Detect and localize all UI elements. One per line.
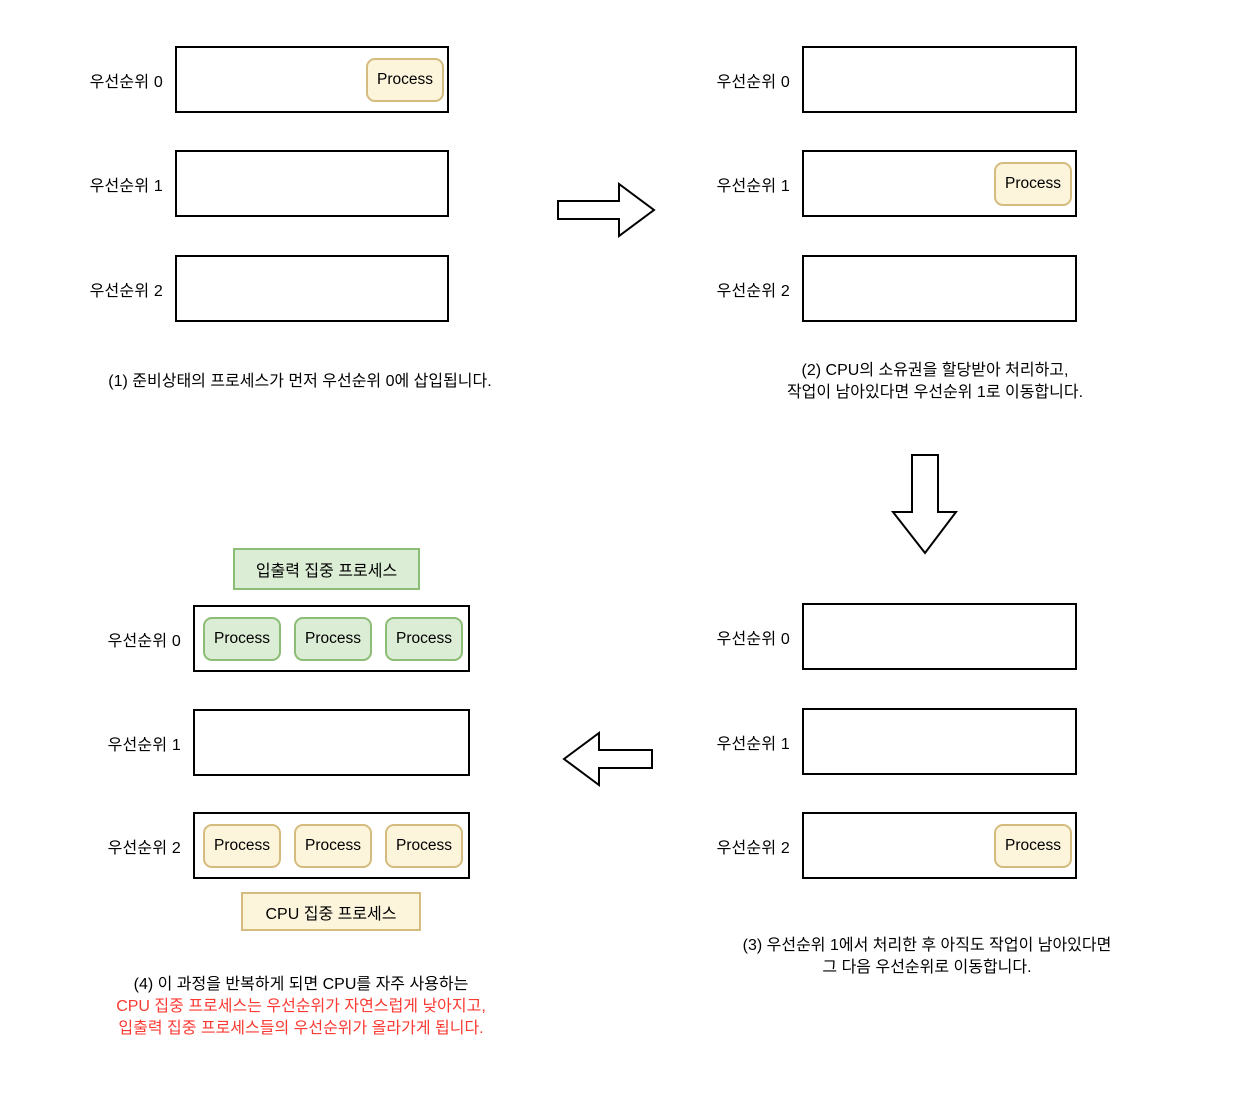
- step1-caption-line: (1) 준비상태의 프로세스가 먼저 우선순위 0에 삽입됩니다.: [108, 373, 492, 390]
- step1-caption: (1) 준비상태의 프로세스가 먼저 우선순위 0에 삽입됩니다.: [40, 371, 560, 393]
- process-box-label: Process: [1005, 174, 1061, 192]
- cpu-bound-process-tag: CPU 집중 프로세스: [241, 892, 421, 931]
- step4-queue-row-0: 우선순위 0 Process Process Process: [50, 605, 470, 672]
- step2-queue-row-0: 우선순위 0: [659, 46, 1077, 113]
- queue-box: Process: [802, 150, 1077, 217]
- queue-label: 우선순위 0: [89, 73, 163, 91]
- process-strip: Process Process Process: [203, 814, 463, 877]
- queue-label: 우선순위 1: [716, 177, 790, 195]
- queue-label: 우선순위 1: [107, 736, 181, 754]
- step4-caption-line2: CPU 집중 프로세스는 우선순위가 자연스럽게 낮아지고,: [116, 998, 486, 1015]
- queue-label: 우선순위 0: [716, 73, 790, 91]
- process-box: Process: [294, 823, 372, 868]
- step2-queue-row-1: 우선순위 1 Process: [659, 150, 1077, 217]
- process-box-label: Process: [305, 629, 361, 647]
- process-box: Process: [994, 823, 1072, 868]
- step1-queue-row-1: 우선순위 1: [32, 150, 449, 217]
- arrow-right-icon: [557, 182, 656, 238]
- step4-queue-row-1: 우선순위 1: [50, 709, 470, 776]
- queue-box: Process Process Process: [193, 812, 470, 879]
- process-box: Process: [203, 823, 281, 868]
- step4-queue-row-2: 우선순위 2 Process Process Process: [50, 812, 470, 879]
- step3-caption-line2: 그 다음 우선순위로 이동합니다.: [822, 959, 1032, 976]
- queue-box: Process: [175, 46, 449, 113]
- process-box: Process: [994, 161, 1072, 206]
- step3-queue-row-1: 우선순위 1: [659, 708, 1077, 775]
- queue-box: [802, 603, 1077, 670]
- step2-queue-row-2: 우선순위 2: [659, 255, 1077, 322]
- step3-queue-row-2: 우선순위 2 Process: [659, 812, 1077, 879]
- process-box-label: Process: [377, 70, 433, 88]
- step4-caption: (4) 이 과정을 반복하게 되면 CPU를 자주 사용하는 CPU 집중 프로…: [41, 974, 561, 1040]
- queue-box: [175, 255, 449, 322]
- queue-box: Process Process Process: [193, 605, 470, 672]
- process-strip: Process Process Process: [203, 607, 463, 670]
- step1-queue-row-2: 우선순위 2: [32, 255, 449, 322]
- step4-caption-line1: (4) 이 과정을 반복하게 되면 CPU를 자주 사용하는: [133, 976, 469, 993]
- process-box: Process: [385, 823, 463, 868]
- queue-label: 우선순위 1: [89, 177, 163, 195]
- io-bound-process-tag: 입출력 집중 프로세스: [233, 548, 420, 590]
- step3-queue-row-0: 우선순위 0: [659, 603, 1077, 670]
- step2-caption: (2) CPU의 소유권을 할당받아 처리하고, 작업이 남아있다면 우선순위 …: [675, 360, 1195, 404]
- queue-box: [802, 46, 1077, 113]
- step2-caption-line2: 작업이 남아있다면 우선순위 1로 이동합니다.: [786, 384, 1084, 401]
- process-box: Process: [294, 616, 372, 661]
- queue-box: Process: [802, 812, 1077, 879]
- queue-label: 우선순위 2: [89, 282, 163, 300]
- queue-box: [802, 255, 1077, 322]
- io-bound-process-tag-label: 입출력 집중 프로세스: [255, 563, 398, 580]
- queue-box: [802, 708, 1077, 775]
- queue-label: 우선순위 2: [716, 839, 790, 857]
- process-box: Process: [385, 616, 463, 661]
- queue-label: 우선순위 1: [716, 735, 790, 753]
- process-box-label: Process: [396, 836, 452, 854]
- process-box-label: Process: [214, 629, 270, 647]
- step3-caption-line1: (3) 우선순위 1에서 처리한 후 아직도 작업이 남아있다면: [742, 937, 1112, 954]
- queue-label: 우선순위 2: [107, 839, 181, 857]
- process-box-label: Process: [396, 629, 452, 647]
- process-box: Process: [203, 616, 281, 661]
- step1-queue-row-0: 우선순위 0 Process: [32, 46, 449, 113]
- arrow-left-icon: [562, 731, 653, 787]
- step2-caption-line1: (2) CPU의 소유권을 할당받아 처리하고,: [801, 362, 1069, 379]
- queue-box: [175, 150, 449, 217]
- queue-label: 우선순위 0: [716, 630, 790, 648]
- step3-caption: (3) 우선순위 1에서 처리한 후 아직도 작업이 남아있다면 그 다음 우선…: [667, 935, 1187, 979]
- process-box-label: Process: [214, 836, 270, 854]
- process-box-label: Process: [305, 836, 361, 854]
- queue-label: 우선순위 0: [107, 632, 181, 650]
- queue-box: [193, 709, 470, 776]
- arrow-down-icon: [890, 454, 959, 555]
- cpu-bound-process-tag-label: CPU 집중 프로세스: [265, 905, 397, 923]
- process-box: Process: [366, 57, 444, 102]
- process-box-label: Process: [1005, 836, 1061, 854]
- step4-caption-line3: 입출력 집중 프로세스들의 우선순위가 올라가게 됩니다.: [118, 1020, 484, 1037]
- queue-label: 우선순위 2: [716, 282, 790, 300]
